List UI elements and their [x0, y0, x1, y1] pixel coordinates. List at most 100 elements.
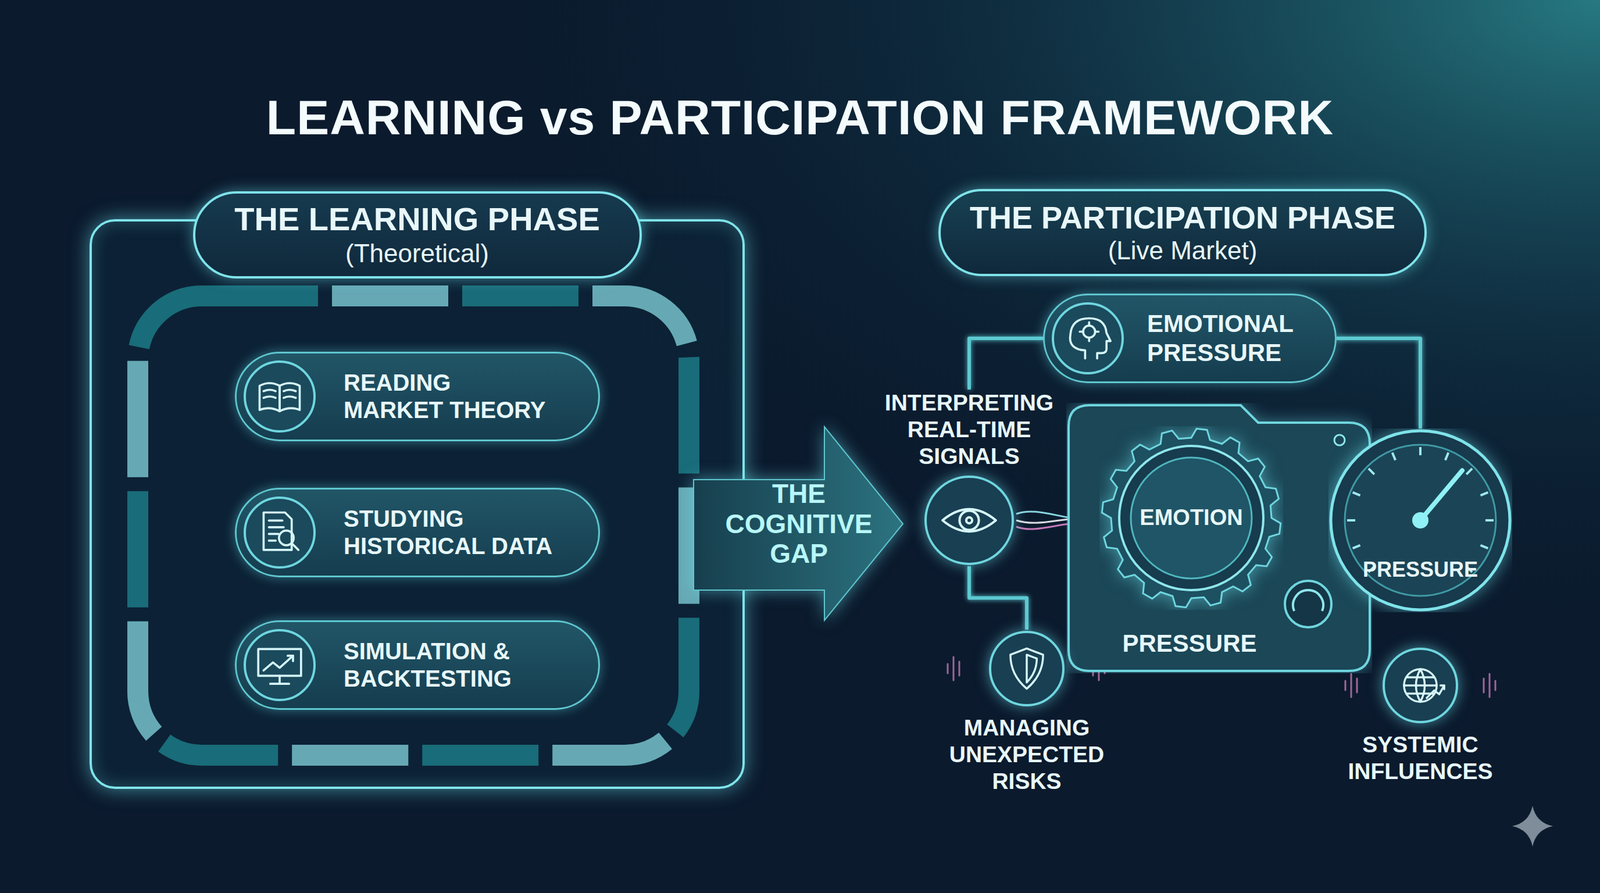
- globe-icon: [1404, 669, 1445, 702]
- book-stroke: [283, 390, 296, 392]
- eye-stroke: [966, 517, 973, 524]
- gap-label: THE COGNITIVE GAP: [711, 479, 887, 570]
- phase-header-pill: THE PARTICIPATION PHASE(Live Market): [938, 188, 1427, 277]
- process-pill: SIMULATION & BACKTESTING: [234, 620, 600, 710]
- phase-subtitle: (Theoretical): [345, 238, 489, 270]
- phase-title: THE PARTICIPATION PHASE: [969, 199, 1396, 236]
- text-slot: READING MARKET THEORY: [343, 369, 553, 424]
- text-slot: PRESSURE: [1362, 557, 1478, 582]
- book-stroke: [259, 383, 281, 412]
- globe-stroke: [1406, 676, 1435, 678]
- title-block: LEARNING vs PARTICIPATION FRAMEWORK: [0, 91, 1600, 144]
- gauge-rim: [1330, 430, 1510, 610]
- machine-outline: [1068, 405, 1370, 671]
- icon-badge: [923, 474, 1016, 567]
- pressure-gauge: PRESSURE: [1328, 428, 1513, 613]
- icon-ring: [925, 476, 1013, 564]
- shield-stroke: [1026, 654, 1037, 683]
- wave-marks: [1345, 673, 1496, 698]
- globe-stroke: [1404, 669, 1437, 702]
- pipe-connector: [1336, 338, 1421, 429]
- machine-label: PRESSURE: [1122, 629, 1257, 658]
- icon-badge: [241, 358, 319, 435]
- process-pill: EMOTIONAL PRESSURE: [1043, 293, 1337, 384]
- pipe-connector: [1188, 383, 1192, 403]
- icon-ring: [244, 497, 315, 568]
- pipe-connector: [969, 338, 1044, 390]
- badge-label: MANAGING UNEXPECTED RISKS: [933, 714, 1120, 795]
- text-slot: PRESSURE: [1122, 629, 1257, 658]
- chart-stroke: [278, 675, 281, 683]
- indicator-dot: [1334, 434, 1345, 446]
- step-label: EMOTIONAL PRESSURE: [1147, 309, 1316, 367]
- icon-badge: [987, 629, 1066, 708]
- icon-ring: [1383, 648, 1457, 723]
- gauge-face: [1344, 444, 1496, 596]
- process-pill: STUDYING HISTORICAL DATA: [234, 487, 600, 578]
- eye-stroke: [942, 509, 996, 532]
- diagram-title: LEARNING vs PARTICIPATION FRAMEWORK: [0, 91, 1600, 144]
- arrow-body: [693, 426, 903, 621]
- badge-label: INTERPRETING REAL-TIME SIGNALS: [870, 389, 1069, 470]
- text-slot: INTERPRETING REAL-TIME SIGNALS: [870, 389, 1069, 470]
- globe-stroke: [1404, 684, 1437, 687]
- chart-stroke: [258, 648, 302, 676]
- eye-stroke: [959, 510, 979, 530]
- icon-ring: [990, 631, 1064, 706]
- shield-icon: [1010, 648, 1044, 689]
- chart-stroke: [263, 655, 294, 671]
- chart-stroke: [270, 682, 289, 685]
- mind-stroke: [1083, 325, 1096, 338]
- eye-icon: [942, 509, 996, 532]
- gauge-ticks: [1347, 447, 1494, 573]
- text-slot: SYSTEMIC INFLUENCES: [1327, 731, 1514, 785]
- gap-arrow: THE COGNITIVE GAP: [693, 426, 903, 621]
- doc-icon: [263, 512, 299, 550]
- gauge-hub: [1412, 512, 1429, 529]
- badge-label: SYSTEMIC INFLUENCES: [1327, 731, 1514, 785]
- signal-badge: INTERPRETING REAL-TIME SIGNALS: [870, 389, 1069, 567]
- icon-ring: [244, 361, 315, 432]
- phase-panel: READING MARKET THEORY STUDYING HISTORICAL…: [89, 219, 745, 789]
- icon-badge: [1049, 300, 1127, 377]
- book-stroke: [279, 383, 300, 412]
- gauge-label: PRESSURE: [1362, 557, 1478, 582]
- doc-stroke: [269, 526, 284, 529]
- phase-header-pill: THE LEARNING PHASE(Theoretical): [193, 191, 642, 279]
- step-label: READING MARKET THEORY: [343, 369, 553, 424]
- icon-ring: [244, 630, 315, 700]
- sparkle-mark: [1512, 805, 1553, 847]
- gauge-needle: [1420, 470, 1463, 521]
- doc-stroke: [291, 543, 299, 550]
- doc-stroke: [269, 539, 277, 542]
- gear-ring: [1119, 445, 1264, 591]
- shield-stroke: [1010, 648, 1044, 689]
- phase-title: THE LEARNING PHASE: [234, 200, 600, 238]
- text-slot: MANAGING UNEXPECTED RISKS: [933, 714, 1120, 795]
- text-slot: THE COGNITIVE GAP: [711, 479, 887, 570]
- icon-badge: [241, 494, 319, 571]
- book-icon: [259, 383, 300, 412]
- gear-wheel: EMOTION: [1099, 426, 1284, 610]
- phase-subtitle: (Live Market): [1108, 235, 1258, 267]
- small-dial: [1284, 580, 1332, 628]
- mind-stroke: [1069, 318, 1111, 359]
- doc-stroke: [269, 532, 279, 535]
- book-stroke: [263, 390, 276, 392]
- risk-badge: MANAGING UNEXPECTED RISKS: [933, 629, 1120, 795]
- doc-stroke: [269, 519, 283, 522]
- text-slot: STUDYING HISTORICAL DATA: [343, 505, 581, 560]
- icon-badge: [1381, 646, 1460, 725]
- book-stroke: [283, 396, 296, 398]
- globe-stroke: [1440, 685, 1445, 689]
- book-stroke: [263, 396, 276, 398]
- icon-ring: [1052, 303, 1123, 374]
- systemic-badge: SYSTEMIC INFLUENCES: [1327, 646, 1514, 785]
- chart-icon: [258, 648, 302, 684]
- gear-core: [1130, 457, 1252, 579]
- small-dial-arc: [1293, 590, 1324, 612]
- step-label: SIMULATION & BACKTESTING: [343, 637, 577, 693]
- mind-stroke: [1079, 322, 1099, 341]
